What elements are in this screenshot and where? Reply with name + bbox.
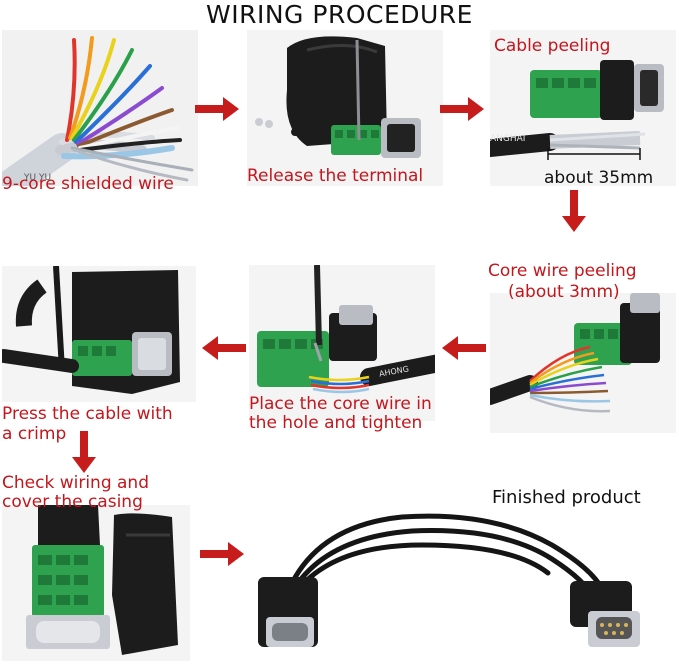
svg-text:YU YU: YU YU — [23, 173, 51, 183]
photo-cable-peeling: ANGHAI — [490, 30, 676, 186]
caption-finished-product: Finished product — [492, 487, 641, 508]
caption-place-core-wire: Place the core wire in — [249, 394, 432, 414]
arrow-left-icon — [202, 336, 246, 360]
photo-core-peeling — [490, 293, 676, 433]
caption-crimp: a crimp — [2, 424, 67, 444]
arrow-down-icon — [562, 190, 586, 232]
arrow-right-icon — [200, 542, 244, 566]
cable-print-label: ANGHAI — [490, 134, 526, 144]
caption-core-peeling-length: (about 3mm) — [508, 282, 620, 302]
caption-release-terminal: Release the terminal — [247, 166, 424, 186]
photo-check-wiring — [2, 505, 190, 661]
diagram-title: WIRING PROCEDURE — [206, 0, 473, 29]
photo-place-core-wire: AHONG — [249, 265, 435, 421]
caption-check-wiring: Check wiring and — [2, 473, 149, 493]
arrow-right-icon — [440, 97, 484, 121]
arrow-right-icon — [195, 97, 239, 121]
arrow-left-icon — [442, 336, 486, 360]
photo-release-terminal — [247, 30, 443, 186]
caption-cable-peeling: Cable peeling — [494, 36, 611, 56]
caption-tighten: the hole and tighten — [249, 413, 423, 433]
arrow-down-icon — [72, 431, 96, 473]
caption-core-peeling: Core wire peeling — [488, 261, 637, 281]
photo-finished-product — [252, 505, 676, 661]
photo-press-cable — [2, 266, 196, 402]
caption-peeling-length: about 35mm — [544, 168, 654, 188]
caption-press-cable: Press the cable with — [2, 404, 173, 424]
photo-shielded-wire: YU YU — [2, 30, 198, 186]
caption-cover-casing: cover the casing — [2, 492, 143, 512]
caption-shielded-wire: 9-core shielded wire — [2, 174, 174, 194]
